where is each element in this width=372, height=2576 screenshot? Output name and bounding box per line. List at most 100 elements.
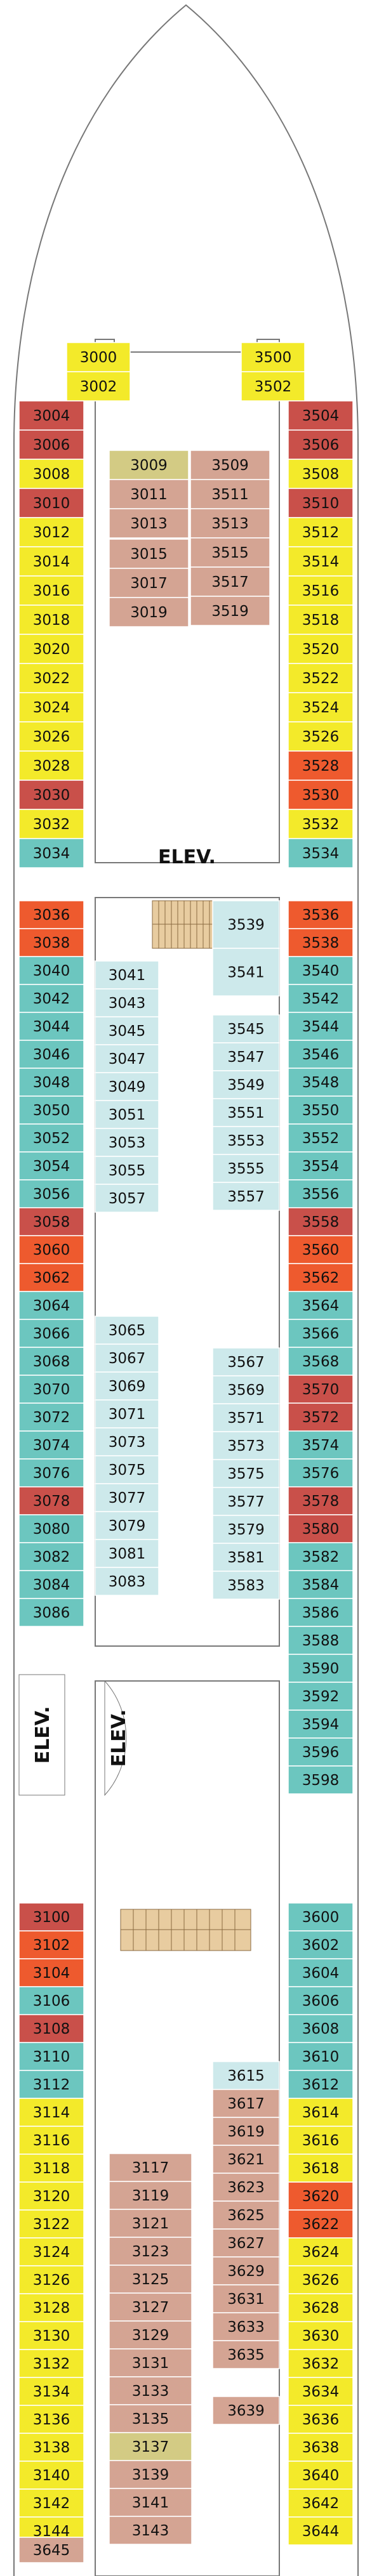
cabin-3631[interactable]: 3631 (212, 2284, 280, 2313)
cabin-3624[interactable]: 3624 (288, 2237, 354, 2266)
cabin-3009[interactable]: 3009 (109, 450, 189, 480)
cabin-3112[interactable]: 3112 (18, 2070, 84, 2099)
cabin-3640[interactable]: 3640 (288, 2461, 354, 2490)
cabin-3522[interactable]: 3522 (288, 663, 354, 693)
cabin-3125[interactable]: 3125 (109, 2265, 192, 2294)
cabin-3017[interactable]: 3017 (109, 568, 189, 598)
cabin-3600[interactable]: 3600 (288, 1902, 354, 1932)
cabin-3013[interactable]: 3013 (109, 508, 189, 539)
cabin-3074[interactable]: 3074 (18, 1430, 84, 1460)
cabin-3583[interactable]: 3583 (212, 1571, 280, 1600)
cabin-3046[interactable]: 3046 (18, 1040, 84, 1069)
cabin-3578[interactable]: 3578 (288, 1486, 354, 1515)
cabin-3556[interactable]: 3556 (288, 1179, 354, 1208)
cabin-3625[interactable]: 3625 (212, 2200, 280, 2230)
cabin-3002[interactable]: 3002 (66, 371, 131, 402)
cabin-3614[interactable]: 3614 (288, 2098, 354, 2127)
cabin-3140[interactable]: 3140 (18, 2461, 84, 2490)
cabin-3645[interactable]: 3645 (18, 2537, 84, 2563)
cabin-3544[interactable]: 3544 (288, 1012, 354, 1041)
cabin-3120[interactable]: 3120 (18, 2181, 84, 2211)
cabin-3132[interactable]: 3132 (18, 2349, 84, 2378)
cabin-3510[interactable]: 3510 (288, 488, 354, 518)
cabin-3612[interactable]: 3612 (288, 2070, 354, 2099)
cabin-3067[interactable]: 3067 (95, 1344, 159, 1373)
cabin-3534[interactable]: 3534 (288, 838, 354, 868)
cabin-3579[interactable]: 3579 (212, 1515, 280, 1544)
cabin-3048[interactable]: 3048 (18, 1068, 84, 1097)
cabin-3054[interactable]: 3054 (18, 1151, 84, 1180)
cabin-3133[interactable]: 3133 (109, 2376, 192, 2405)
cabin-3064[interactable]: 3064 (18, 1291, 84, 1320)
cabin-3078[interactable]: 3078 (18, 1486, 84, 1515)
cabin-3500[interactable]: 3500 (241, 342, 305, 372)
cabin-3616[interactable]: 3616 (288, 2126, 354, 2155)
cabin-3052[interactable]: 3052 (18, 1123, 84, 1153)
cabin-3043[interactable]: 3043 (95, 988, 159, 1017)
cabin-3590[interactable]: 3590 (288, 1654, 354, 1683)
cabin-3045[interactable]: 3045 (95, 1016, 159, 1045)
cabin-3545[interactable]: 3545 (212, 1014, 280, 1043)
cabin-3102[interactable]: 3102 (18, 1930, 84, 1959)
cabin-3000[interactable]: 3000 (66, 342, 131, 372)
cabin-3100[interactable]: 3100 (18, 1902, 84, 1932)
cabin-3020[interactable]: 3020 (18, 634, 84, 664)
cabin-3644[interactable]: 3644 (288, 2516, 354, 2546)
cabin-3588[interactable]: 3588 (288, 1626, 354, 1655)
cabin-3142[interactable]: 3142 (18, 2488, 84, 2518)
cabin-3053[interactable]: 3053 (95, 1128, 159, 1157)
cabin-3540[interactable]: 3540 (288, 956, 354, 985)
cabin-3518[interactable]: 3518 (288, 605, 354, 635)
cabin-3049[interactable]: 3049 (95, 1072, 159, 1101)
cabin-3024[interactable]: 3024 (18, 692, 84, 722)
cabin-3596[interactable]: 3596 (288, 1737, 354, 1767)
cabin-3571[interactable]: 3571 (212, 1403, 280, 1432)
cabin-3129[interactable]: 3129 (109, 2320, 192, 2350)
cabin-3122[interactable]: 3122 (18, 2209, 84, 2239)
cabin-3006[interactable]: 3006 (18, 429, 84, 460)
cabin-3630[interactable]: 3630 (288, 2321, 354, 2350)
cabin-3114[interactable]: 3114 (18, 2098, 84, 2127)
cabin-3051[interactable]: 3051 (95, 1100, 159, 1129)
cabin-3106[interactable]: 3106 (18, 1986, 84, 2015)
cabin-3514[interactable]: 3514 (288, 546, 354, 577)
cabin-3511[interactable]: 3511 (190, 479, 270, 509)
cabin-3576[interactable]: 3576 (288, 1458, 354, 1487)
cabin-3108[interactable]: 3108 (18, 2014, 84, 2043)
cabin-3602[interactable]: 3602 (288, 1930, 354, 1959)
cabin-3566[interactable]: 3566 (288, 1319, 354, 1348)
cabin-3050[interactable]: 3050 (18, 1095, 84, 1125)
cabin-3515[interactable]: 3515 (190, 537, 270, 568)
cabin-3629[interactable]: 3629 (212, 2256, 280, 2285)
cabin-3066[interactable]: 3066 (18, 1319, 84, 1348)
cabin-3530[interactable]: 3530 (288, 780, 354, 810)
cabin-3018[interactable]: 3018 (18, 605, 84, 635)
cabin-3562[interactable]: 3562 (288, 1263, 354, 1292)
cabin-3642[interactable]: 3642 (288, 2488, 354, 2518)
cabin-3520[interactable]: 3520 (288, 634, 354, 664)
cabin-3558[interactable]: 3558 (288, 1207, 354, 1236)
cabin-3632[interactable]: 3632 (288, 2349, 354, 2378)
cabin-3608[interactable]: 3608 (288, 2014, 354, 2043)
cabin-3638[interactable]: 3638 (288, 2433, 354, 2462)
cabin-3528[interactable]: 3528 (288, 750, 354, 781)
cabin-3038[interactable]: 3038 (18, 928, 84, 957)
cabin-3124[interactable]: 3124 (18, 2237, 84, 2266)
cabin-3615[interactable]: 3615 (212, 2061, 280, 2090)
cabin-3547[interactable]: 3547 (212, 1042, 280, 1071)
cabin-3506[interactable]: 3506 (288, 429, 354, 460)
cabin-3610[interactable]: 3610 (288, 2042, 354, 2071)
cabin-3127[interactable]: 3127 (109, 2292, 192, 2322)
cabin-3634[interactable]: 3634 (288, 2377, 354, 2406)
cabin-3560[interactable]: 3560 (288, 1235, 354, 1264)
cabin-3137[interactable]: 3137 (109, 2432, 192, 2461)
cabin-3636[interactable]: 3636 (288, 2405, 354, 2434)
cabin-3564[interactable]: 3564 (288, 1291, 354, 1320)
cabin-3118[interactable]: 3118 (18, 2154, 84, 2183)
cabin-3508[interactable]: 3508 (288, 459, 354, 489)
cabin-3082[interactable]: 3082 (18, 1542, 84, 1571)
cabin-3542[interactable]: 3542 (288, 984, 354, 1013)
cabin-3026[interactable]: 3026 (18, 721, 84, 752)
cabin-3130[interactable]: 3130 (18, 2321, 84, 2350)
cabin-3047[interactable]: 3047 (95, 1044, 159, 1073)
